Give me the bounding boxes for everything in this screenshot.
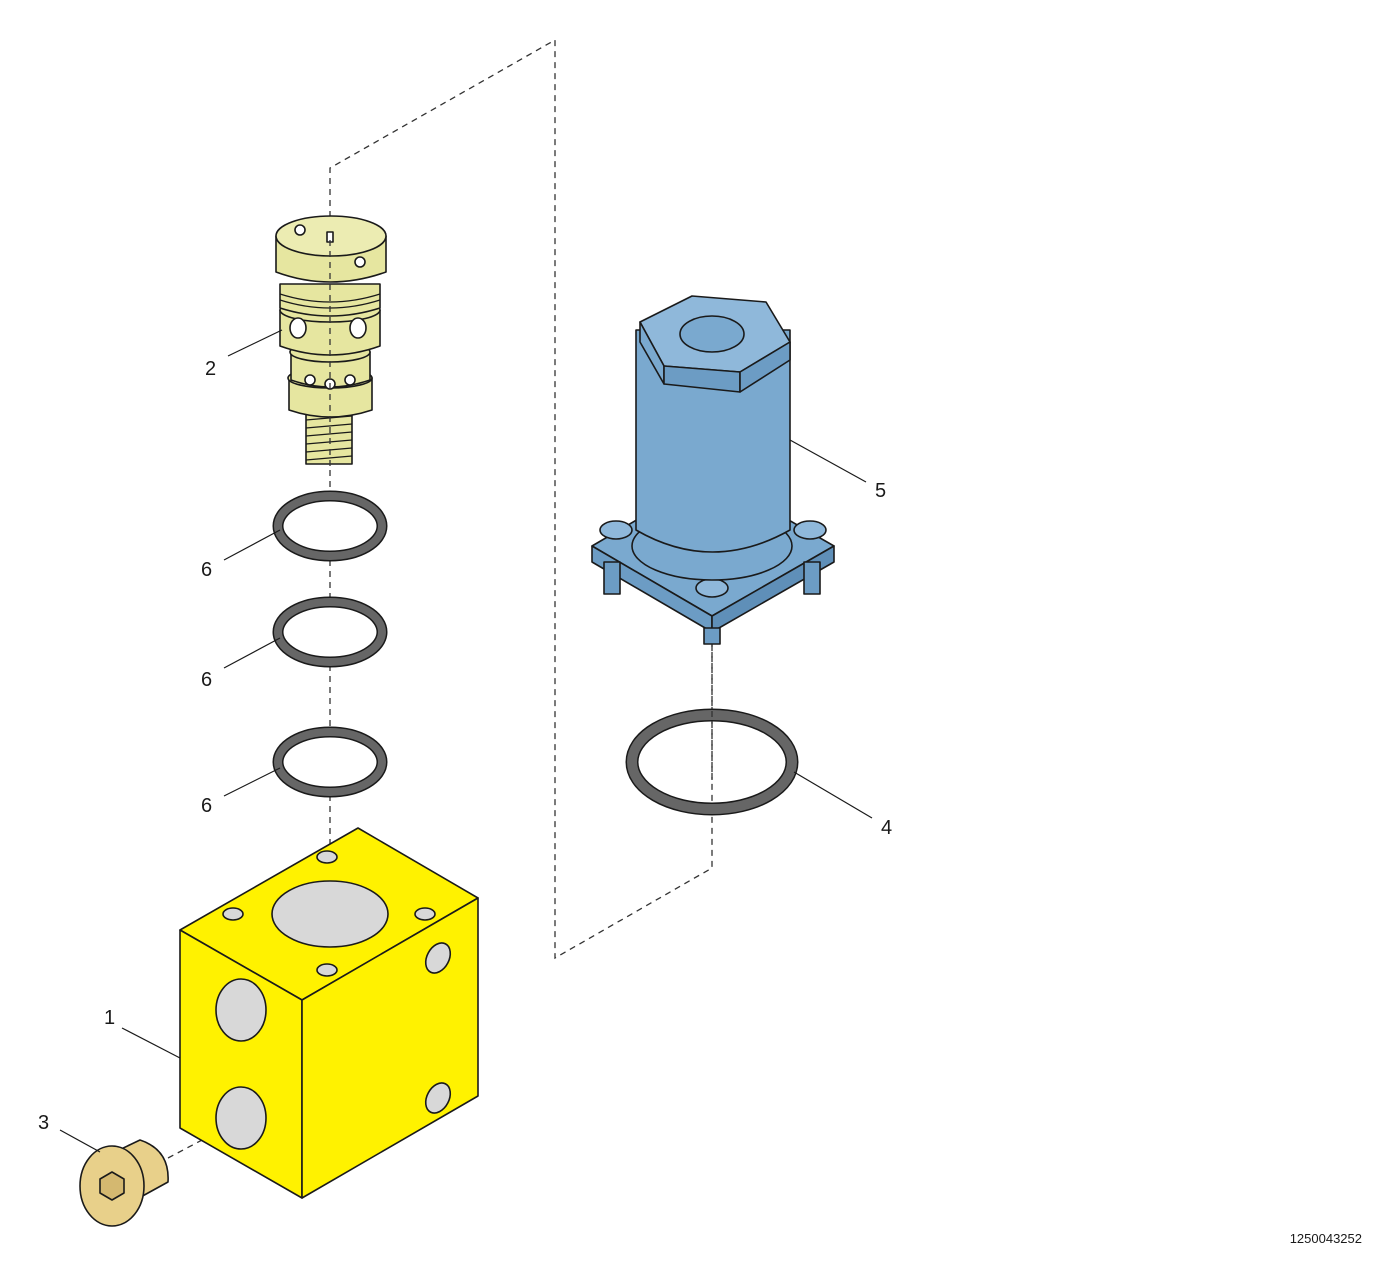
valve-block-top-hole bbox=[316, 963, 338, 977]
o-ring-6-top bbox=[272, 490, 388, 562]
callout-6-top: 6 bbox=[201, 559, 212, 581]
leader-lines bbox=[59, 329, 873, 1153]
plug bbox=[79, 1139, 169, 1227]
valve-block-side-port bbox=[424, 942, 452, 974]
callout-5: 5 bbox=[875, 480, 886, 502]
callout-4: 4 bbox=[881, 817, 892, 839]
o-ring-6-bottom bbox=[272, 726, 388, 798]
cartridge-valve bbox=[275, 215, 387, 465]
callout-6-middle: 6 bbox=[201, 669, 212, 691]
document-number: 1250043252 bbox=[1290, 1231, 1362, 1246]
hex-socket-icon bbox=[99, 1171, 125, 1201]
callout-1: 1 bbox=[104, 1007, 115, 1029]
valve-block-top-hole bbox=[414, 907, 436, 921]
callout-2: 2 bbox=[205, 358, 216, 380]
callout-3: 3 bbox=[38, 1112, 49, 1134]
valve-block-main-bore bbox=[271, 880, 389, 948]
valve-block-side-port bbox=[424, 1082, 452, 1114]
valve-block-top-hole bbox=[222, 907, 244, 921]
valve-block-front-port bbox=[215, 978, 267, 1042]
centerlines bbox=[329, 240, 713, 780]
valve-block-top-hole bbox=[316, 850, 338, 864]
callout-6-bottom: 6 bbox=[201, 795, 212, 817]
solenoid-coil bbox=[591, 295, 835, 645]
valve-block-front-port bbox=[215, 1086, 267, 1150]
valve-block bbox=[179, 827, 479, 1199]
o-ring-6-middle bbox=[272, 596, 388, 668]
